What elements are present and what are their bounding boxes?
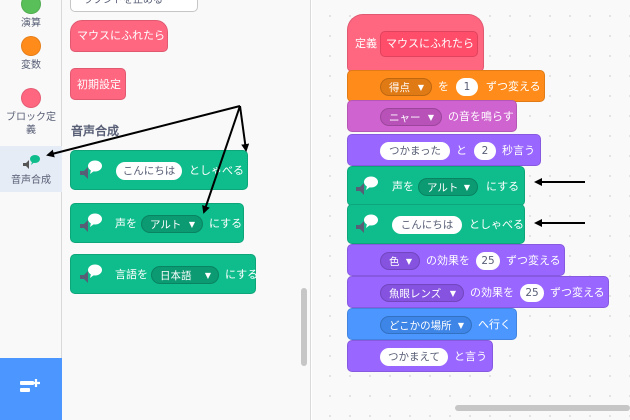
speak-text-input[interactable]: こんにちは <box>392 216 462 234</box>
palette-init-block[interactable]: 初期設定 <box>70 68 126 100</box>
variable-dropdown[interactable]: 得点 ▼ <box>380 78 432 96</box>
effect-suffix-label: ずつ変える <box>550 286 605 299</box>
effect-amount-input[interactable]: 25 <box>520 284 544 302</box>
dropdown-caret-icon: ▼ <box>405 257 412 266</box>
say-secs-input[interactable]: 2 <box>474 142 496 160</box>
language-dropdown[interactable]: 日本語 ▼ <box>151 266 219 284</box>
say-for-suffix-label: 秒言う <box>502 144 535 157</box>
define-hat-block[interactable]: 定義 マウスにふれたら <box>347 14 484 72</box>
category-label: 変数 <box>21 60 41 71</box>
dropdown-caret-icon: ▼ <box>449 289 456 298</box>
text-to-speech-icon <box>80 160 102 179</box>
dropdown-caret-icon: ▼ <box>188 220 195 229</box>
pointer-arrow-to-speak <box>239 105 250 152</box>
speak-text-input[interactable]: こんにちは <box>116 162 182 180</box>
voice-prefix-label: 声を <box>392 180 414 193</box>
text-to-speech-icon <box>356 214 378 233</box>
say-text-input[interactable]: つかまった <box>380 142 450 160</box>
voice-dropdown-value: アルト <box>427 182 459 194</box>
change-fisheye-effect-block[interactable]: 魚眼レンズ ▼ の効果を 25 ずつ変える <box>347 276 609 308</box>
voice-prefix-label: 声を <box>115 217 137 230</box>
speaker-bubble-icon <box>23 155 40 169</box>
pointer-arrow-to-category <box>46 105 241 158</box>
set-voice-block[interactable]: 声を アルト ▼ にする <box>347 166 525 206</box>
define-label: 定義 <box>355 37 377 50</box>
define-name-block[interactable]: マウスにふれたら <box>380 31 478 57</box>
category-variables[interactable]: 変数 <box>0 36 62 72</box>
speak-block[interactable]: こんにちは としゃべる <box>347 204 525 244</box>
text-to-speech-icon <box>356 176 378 195</box>
voice-dropdown-value: アルト <box>150 219 182 231</box>
category-label: 演算 <box>21 18 41 29</box>
effect-suffix-label: ずつ変える <box>506 254 561 267</box>
voice-dropdown[interactable]: アルト ▼ <box>141 215 203 233</box>
category-menu: 演算 変数 ブロック定義 音声合成 <box>0 0 62 420</box>
category-label: 音声合成 <box>11 175 51 186</box>
change-color-effect-block[interactable]: 色 ▼ の効果を 25 ずつ変える <box>347 244 565 276</box>
define-name-label: マウスにふれたら <box>386 37 474 50</box>
say-suffix-label: と言う <box>454 350 487 363</box>
variables-color-dot <box>21 36 41 56</box>
say-text-input[interactable]: つかまえて <box>380 348 448 366</box>
play-sound-block[interactable]: ニャー ▼ の音を鳴らす <box>347 100 517 132</box>
category-operators[interactable]: 演算 <box>0 0 62 30</box>
section-title: 音声合成 <box>71 124 120 138</box>
voice-suffix-label: にする <box>209 217 243 230</box>
effect-mid-label: の効果を <box>470 286 514 299</box>
define-block-label: マウスにふれたら <box>77 29 165 42</box>
voice-suffix-label: にする <box>486 180 520 193</box>
effect-mid-label: の効果を <box>426 254 470 267</box>
language-suffix-label: にする <box>225 268 259 281</box>
dropdown-caret-icon: ▼ <box>204 271 211 280</box>
effect-dropdown-value: 魚眼レンズ <box>389 288 442 300</box>
effect-dropdown-value: 色 <box>389 256 400 268</box>
language-prefix-label: 言語を <box>115 268 148 281</box>
say-for-secs-block[interactable]: つかまった と 2 秒言う <box>347 134 541 166</box>
goto-target-value: どこかの場所 <box>389 320 452 332</box>
my-blocks-color-dot <box>21 88 41 108</box>
variable-dropdown-value: 得点 <box>389 82 410 94</box>
speak-suffix-label: としゃべる <box>189 164 244 177</box>
dropdown-caret-icon: ▼ <box>463 183 470 192</box>
play-sound-suffix-label: の音を鳴らす <box>448 110 514 123</box>
init-block-label: 初期設定 <box>77 78 121 91</box>
speak-suffix-label: としゃべる <box>469 218 524 231</box>
change-variable-block[interactable]: 得点 ▼ を 1 ずつ変える <box>347 70 545 102</box>
goto-target-dropdown[interactable]: どこかの場所 ▼ <box>380 316 472 334</box>
say-block[interactable]: つかまえて と言う <box>347 340 493 372</box>
say-for-mid-label: と <box>456 144 467 157</box>
dropdown-caret-icon: ▼ <box>427 113 434 122</box>
sound-dropdown-value: ニャー <box>389 112 421 124</box>
change-variable-mid-label: を <box>438 80 449 93</box>
dropdown-caret-icon: ▼ <box>417 83 424 92</box>
text-to-speech-icon <box>80 264 102 283</box>
workspace-scrollbar[interactable] <box>455 405 630 411</box>
partial-palette-block[interactable]: ラブンドを止める <box>70 0 198 12</box>
palette-scrollbar[interactable] <box>301 288 307 366</box>
extension-icon <box>20 379 40 392</box>
operators-color-dot <box>21 0 41 14</box>
effect-amount-input[interactable]: 25 <box>476 252 500 270</box>
effect-dropdown[interactable]: 魚眼レンズ ▼ <box>380 284 464 302</box>
sound-dropdown[interactable]: ニャー ▼ <box>380 108 442 126</box>
palette-language-block[interactable]: 言語を 日本語 ▼ にする <box>70 254 259 294</box>
goto-suffix-label: へ行く <box>478 318 511 331</box>
block-palette: ラブンドを止める マウスにふれたら 初期設定 音声合成 こんにちは としゃべる … <box>62 0 311 420</box>
add-extension-button[interactable] <box>0 358 62 420</box>
change-amount-input[interactable]: 1 <box>456 78 478 96</box>
language-dropdown-value: 日本語 <box>160 270 192 282</box>
change-variable-suffix-label: ずつ変える <box>486 80 541 93</box>
palette-define-block[interactable]: マウスにふれたら <box>70 20 168 52</box>
effect-dropdown[interactable]: 色 ▼ <box>380 252 420 270</box>
pointer-arrow-to-voice <box>202 105 241 214</box>
text-to-speech-icon <box>80 213 102 232</box>
category-my-blocks[interactable]: ブロック定義 <box>0 88 62 137</box>
voice-dropdown[interactable]: アルト ▼ <box>418 178 478 196</box>
go-to-block[interactable]: どこかの場所 ▼ へ行く <box>347 308 517 340</box>
category-label: ブロック定義 <box>6 112 56 136</box>
palette-voice-block[interactable]: 声を アルト ▼ にする <box>70 203 244 243</box>
partial-block-label: ラブンドを止める <box>83 0 163 6</box>
dropdown-caret-icon: ▼ <box>457 321 464 330</box>
